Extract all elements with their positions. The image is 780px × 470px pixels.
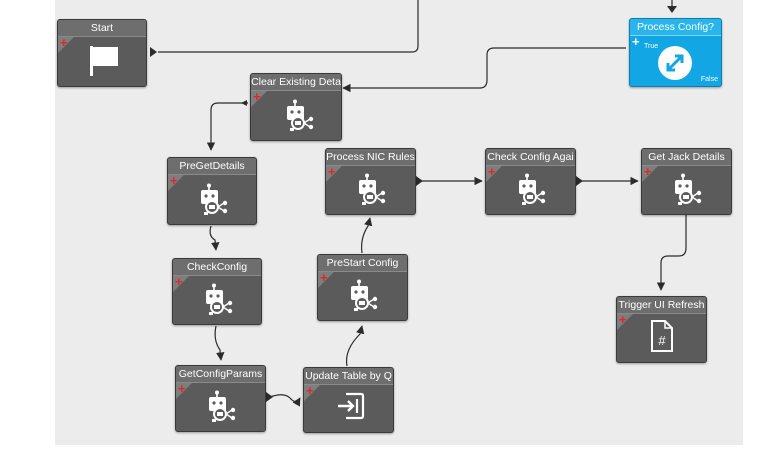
node-update-table[interactable]: Update Table by Q + — [303, 367, 394, 433]
robot-script-icon — [201, 183, 228, 215]
wire-update-to-prestart — [345, 325, 365, 367]
node-title: GetConfigParams — [176, 366, 265, 383]
wire-getconfigparams-to-update — [269, 394, 301, 407]
node-start[interactable]: Start + — [57, 19, 147, 87]
add-icon[interactable]: + — [488, 164, 496, 179]
add-icon[interactable]: + — [328, 164, 336, 179]
node-process-nic-rules[interactable]: Process NIC Rules + — [325, 148, 416, 215]
robot-script-icon — [359, 173, 386, 205]
fold-corner — [486, 166, 502, 182]
node-title: Check Config Agai — [486, 149, 575, 166]
fold-corner — [617, 314, 633, 330]
node-get-jack-details[interactable]: Get Jack Details + — [641, 148, 732, 215]
node-title: Get Jack Details — [642, 149, 731, 166]
port-top-in — [667, 6, 677, 13]
add-icon[interactable]: + — [632, 34, 640, 49]
robot-script-icon — [209, 390, 236, 422]
node-title: Update Table by Q — [304, 368, 393, 385]
node-check-config-again[interactable]: Check Config Agai + — [485, 148, 576, 215]
fold-corner — [58, 37, 74, 53]
node-title: CheckConfig — [173, 259, 261, 276]
flag-icon — [90, 46, 118, 76]
node-trigger-ui-refresh[interactable]: Trigger UI Refresh + # — [616, 296, 707, 363]
port-clear-out — [241, 100, 247, 106]
wire-process-config-to-clear — [342, 47, 626, 93]
wire-start-to-top — [158, 0, 419, 53]
add-icon[interactable]: + — [60, 35, 68, 50]
node-title: Start — [58, 20, 146, 37]
hash-document-icon: # — [651, 320, 673, 352]
add-icon[interactable]: + — [320, 270, 328, 285]
node-clear-existing[interactable]: Clear Existing Deta + — [250, 73, 342, 141]
add-icon[interactable]: + — [170, 173, 178, 188]
fold-corner — [326, 166, 342, 182]
import-icon — [338, 392, 365, 420]
fold-corner — [251, 91, 267, 107]
add-icon[interactable]: + — [175, 274, 183, 289]
port-getconfigparams-out — [266, 392, 273, 402]
node-get-config-params[interactable]: GetConfigParams + — [175, 365, 266, 432]
robot-script-icon — [519, 173, 546, 205]
fold-corner — [642, 166, 658, 182]
node-title: Process Config? — [630, 19, 721, 36]
robot-script-icon — [675, 173, 702, 205]
wire-jack-to-trigger — [656, 214, 687, 291]
port-checkagain-out — [576, 176, 583, 186]
node-title: PreGetDetails — [168, 158, 256, 175]
wire-pregetdetails-to-checkconfig — [209, 225, 220, 251]
port-nicrules-out — [416, 176, 423, 186]
true-label: True — [644, 43, 659, 50]
fold-corner — [304, 385, 320, 401]
node-title: Trigger UI Refresh — [617, 297, 706, 314]
add-icon[interactable]: + — [253, 89, 261, 104]
fold-corner — [168, 175, 184, 191]
robot-script-icon — [287, 99, 314, 131]
robot-script-icon — [351, 279, 378, 311]
svg-text:#: # — [658, 333, 666, 348]
node-check-config[interactable]: CheckConfig + — [172, 258, 262, 325]
node-title: Process NIC Rules — [326, 149, 415, 166]
expand-arrows-icon — [658, 46, 692, 80]
wire-checkconfig-to-getconfigparams — [214, 325, 225, 361]
node-title: PreStart Config — [318, 255, 407, 272]
node-pre-get-details[interactable]: PreGetDetails + — [167, 157, 257, 225]
wire-prestart-to-nicrules — [361, 217, 373, 254]
robot-script-icon — [206, 283, 233, 315]
add-icon[interactable]: + — [178, 381, 186, 396]
add-icon[interactable]: + — [619, 312, 627, 327]
fold-corner — [176, 383, 192, 399]
add-icon[interactable]: + — [644, 164, 652, 179]
node-title: Clear Existing Deta — [251, 74, 341, 91]
wire-clear-to-pregetdetails — [206, 102, 248, 151]
fold-corner — [318, 272, 334, 288]
port-start-out — [150, 47, 157, 57]
add-icon[interactable]: + — [306, 383, 314, 398]
node-prestart-config[interactable]: PreStart Config + — [317, 254, 408, 321]
fold-corner — [173, 276, 189, 292]
node-process-config[interactable]: Process Config? + True False — [629, 18, 722, 87]
false-label: False — [700, 76, 718, 83]
